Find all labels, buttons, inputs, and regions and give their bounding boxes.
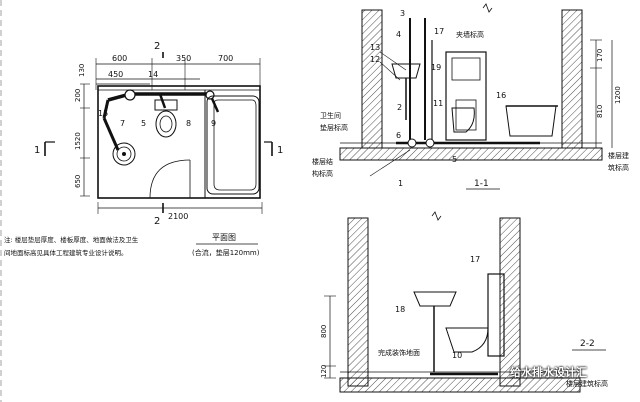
s2-dim-120: 120 (320, 365, 328, 378)
s1-num-11: 11 (433, 99, 443, 108)
s1-num-2: 2 (397, 103, 402, 112)
plan-dim-600: 600 (112, 54, 127, 63)
plan-dim-1520: 1520 (74, 132, 82, 150)
plan-label-8: 8 (186, 119, 191, 128)
section-mark-1-right: 1 (277, 145, 283, 156)
plan-view (44, 52, 273, 214)
s1-bath-label-b: 垫层标高 (320, 123, 348, 132)
s1-num-3: 3 (400, 9, 405, 18)
s1-num-6: 6 (396, 131, 401, 140)
plan-dim-700: 700 (218, 54, 233, 63)
plan-title: 平面图 (212, 233, 236, 242)
s1-floor-label-b: 筑标高 (608, 163, 629, 172)
plan-subtitle: (合流，垫层120mm) (192, 248, 260, 257)
s1-wall-top-label: 夹墙标高 (456, 30, 484, 39)
plan-note-line1: 注: 楼层垫层厚度、楼板厚度、地面做法及卫生 (4, 236, 139, 244)
plan-label-15: 15 (98, 109, 108, 118)
s1-dim-810: 810 (596, 105, 604, 118)
s1-floor-label-a: 楼层建 (608, 151, 629, 160)
watermark: 给水排水设计汇 (510, 366, 587, 379)
s1-num-12: 12 (370, 55, 380, 64)
section-mark-2-bottom: 2 (154, 216, 160, 227)
s2-num-10: 10 (452, 351, 462, 360)
plan-dim-650: 650 (74, 175, 82, 188)
s1-struct-label-b: 构标高 (312, 169, 333, 178)
s1-num-16: 16 (496, 91, 506, 100)
s2-num-18: 18 (395, 305, 405, 314)
s2-floor-label: 楼层建筑标高 (566, 379, 608, 388)
s1-num-13: 13 (370, 43, 380, 52)
s2-num-17: 17 (470, 255, 480, 264)
plan-dim-450: 450 (108, 70, 123, 79)
s1-bath-label-a: 卫生间 (320, 111, 341, 120)
plan-dim-2100: 2100 (168, 212, 188, 221)
s1-struct-label-a: 楼层结 (312, 157, 333, 166)
s1-num-19: 19 (431, 63, 441, 72)
s1-num-1: 1 (398, 179, 403, 188)
s1-num-5: 5 (452, 155, 457, 164)
s1-num-17: 17 (434, 27, 444, 36)
plan-dim-14: 14 (148, 70, 158, 79)
plan-label-9: 9 (211, 119, 216, 128)
s2-finish-label: 完成装饰地面 (378, 348, 420, 357)
plan-label-7: 7 (120, 119, 125, 128)
s1-dim-170: 170 (596, 49, 604, 62)
plan-label-5: 5 (141, 119, 146, 128)
section-mark-2-top: 2 (154, 41, 160, 52)
plan-dim-200: 200 (74, 89, 82, 102)
s2-title: 2-2 (580, 339, 595, 349)
section-1-1 (339, 3, 613, 177)
s1-dim-1200: 1200 (614, 86, 622, 104)
plan-note: 注: 楼层垫层厚度、楼板厚度、地面做法及卫生 间地面标高见具体工程建筑专业设计说… (4, 234, 189, 260)
section-2-2 (324, 211, 581, 393)
plan-note-line2: 间地面标高见具体工程建筑专业设计说明。 (4, 249, 128, 257)
plan-dim-130: 130 (78, 64, 86, 77)
section-mark-1-left: 1 (34, 145, 40, 156)
s1-title: 1-1 (474, 179, 489, 189)
s2-dim-800: 800 (320, 325, 328, 338)
plan-dim-350: 350 (176, 54, 191, 63)
s1-num-4: 4 (396, 30, 401, 39)
